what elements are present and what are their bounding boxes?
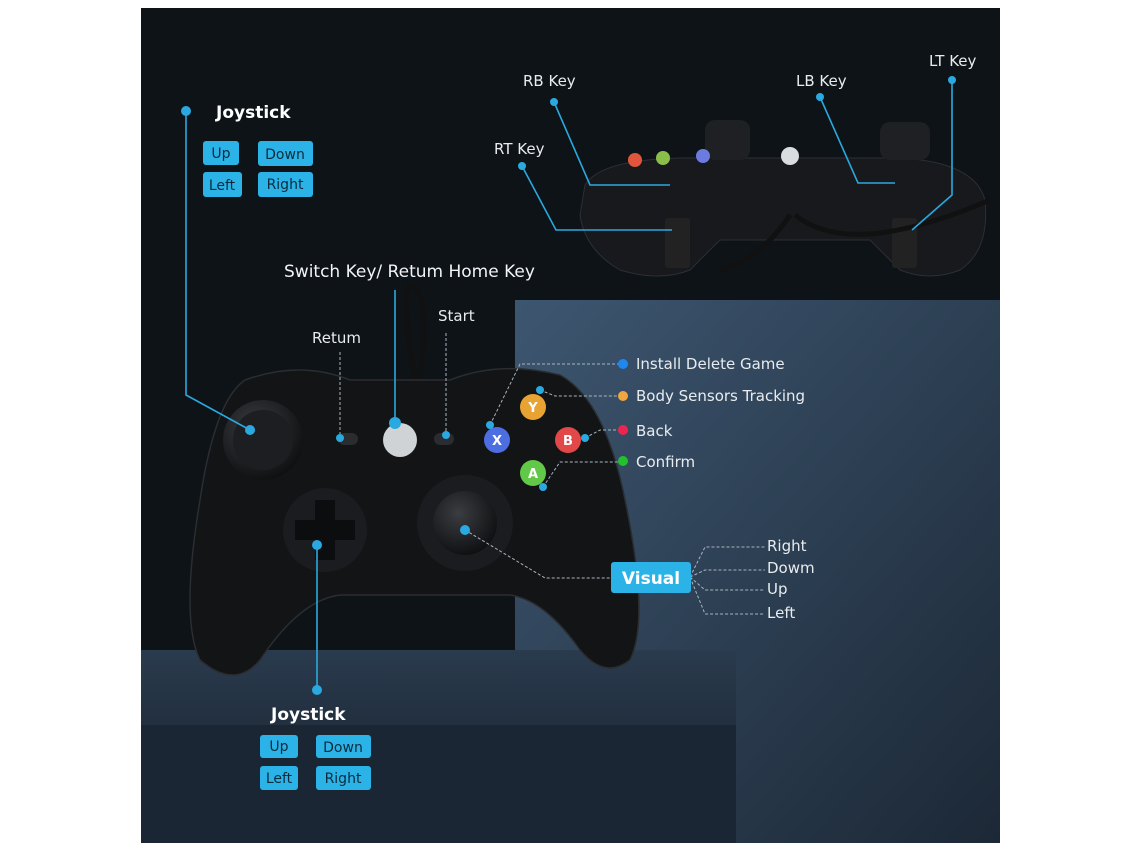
key-down: Down — [323, 740, 363, 756]
top-joystick-keys: Up Down Left Right — [203, 141, 313, 197]
pedestal-front — [141, 725, 736, 843]
back-label: Back — [636, 422, 673, 440]
b-button-letter: B — [563, 434, 573, 449]
key-up: Up — [269, 739, 288, 755]
bottom-joystick-keys: Up Down Left Right — [260, 735, 371, 790]
body-sensors-dot — [618, 391, 628, 401]
confirm-label: Confirm — [636, 453, 695, 471]
a-button-letter: A — [528, 467, 538, 482]
rt-key-label: RT Key — [494, 140, 545, 158]
rb-key-label: RB Key — [523, 72, 576, 90]
body-sensors-label: Body Sensors Tracking — [636, 387, 805, 405]
key-right: Right — [267, 177, 304, 193]
visual-left: Left — [767, 604, 795, 622]
key-left: Left — [266, 771, 293, 787]
visual-badge — [611, 562, 691, 593]
key-left: Left — [209, 178, 236, 194]
lb-key-label: LB Key — [796, 72, 847, 90]
bottom-joystick-title: Joystick — [270, 705, 346, 725]
b-button — [555, 427, 581, 453]
start-label: Start — [438, 307, 475, 325]
top-joystick-title: Joystick — [215, 103, 291, 123]
visual-right: Right — [767, 537, 807, 555]
controller-front-view: Y X B A — [189, 282, 640, 676]
visual-up: Up — [767, 580, 788, 598]
controller-back-view — [579, 120, 991, 277]
x-button-letter: X — [492, 434, 502, 449]
key-up: Up — [211, 146, 230, 162]
visual-title: Visual — [622, 569, 680, 589]
y-button-letter: Y — [527, 401, 538, 416]
install-dot — [618, 359, 628, 369]
a-button — [520, 460, 546, 486]
y-button — [520, 394, 546, 420]
leader-lines — [181, 76, 956, 695]
retum-label: Retum — [312, 329, 361, 347]
key-down: Down — [265, 147, 305, 163]
install-delete-game-label: Install Delete Game — [636, 355, 785, 373]
switch-key-label: Switch Key/ Retum Home Key — [284, 262, 535, 282]
key-right: Right — [325, 771, 362, 787]
confirm-dot — [618, 456, 628, 466]
x-button — [484, 427, 510, 453]
back-dot — [618, 425, 628, 435]
visual-down: Dowm — [767, 559, 815, 577]
lt-key-label: LT Key — [929, 52, 977, 70]
